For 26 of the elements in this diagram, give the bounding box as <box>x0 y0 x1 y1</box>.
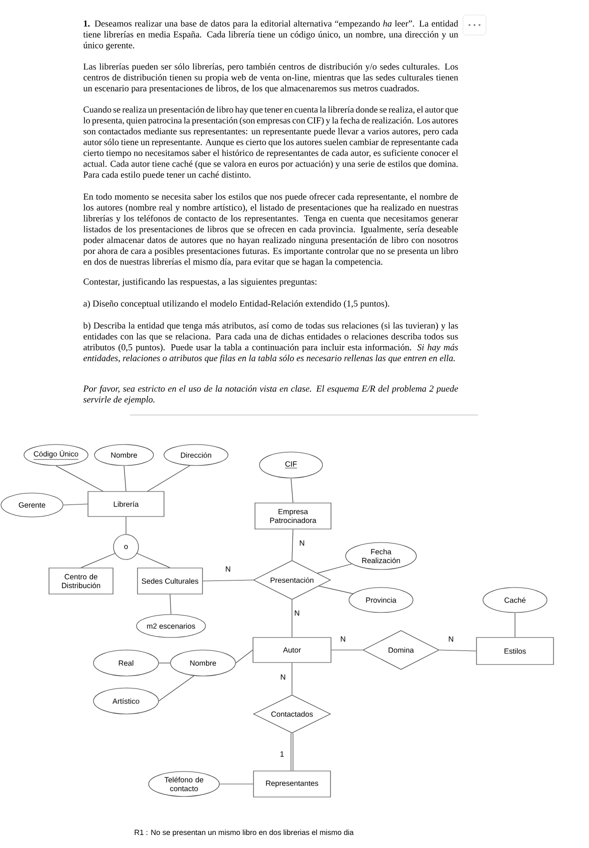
connector-line <box>136 553 170 568</box>
connector-line <box>158 662 170 664</box>
paragraph: Por favor, sea estricto en el uso de la notación vista en clase. El esquema E/R del problema 2 puede servirle de ejemplo. <box>83 385 458 404</box>
connector-line <box>124 466 126 492</box>
connector-line <box>292 529 294 560</box>
connector-line <box>318 586 354 594</box>
connector-line <box>317 564 352 574</box>
connector-line <box>290 478 294 503</box>
paragraph: Las librerías pueden ser sólo librerías, pero también centros de distribución y/o sedes culturales. Los centros de distribución tienen su propia web de venta on-line, mientras que las sedes culturales tienen un escenario para presentaciones de libros, de los que almacenaremos sus metros cuadrados. <box>83 63 458 94</box>
connector-line <box>236 650 253 664</box>
connector-line <box>158 676 194 702</box>
paragraph: En todo momento se necesita saber los estilos que nos puede ofrecer cada representante, el nombre de los autores (nombre real y nombre artístico), el listado de presentaciones que ha realizado en nuestras librerías y los teléfonos de contacto de los representantes. Tenga en cuenta que necesitamos generar listados de los presentaciones de libros que se ofrecen en cada provincia. Igualmente, sería deseable poder almacenar datos de autores que no hayan realizado ninguna presentación de libro con nosotros por ahora de cara a posibles presentaciones futuras. Es importante controlar que no se presenta un libro en dos de nuestras librerías el mismo día, para evitar que se hagan la competencia. <box>83 193 458 267</box>
connector-line <box>170 594 172 614</box>
connector-line <box>439 650 476 652</box>
paragraph: Cuando se realiza un presentación de libro hay que tener en cuenta la librería donde se realiza, el autor que lo presenta, quien patrocina la presentación (son empresas con CIF) y la fecha de realización. Los autores son contactados mediante sus representantes: un representante puede llevar a varios autores, pero cada autor sólo tiene un representante. Aunque es cierto que los autores suelen cambiar de representante cada cierto tiempo no necesitamos saber el histórico de representantes de cada autor, es suficiente conocer el actual. Cada autor tiene caché (que se valora en euros por actuación) y una serie de estilos que domina. Para cada estilo puede tener un caché distinto. <box>83 106 458 180</box>
connector-line <box>56 466 104 492</box>
connector-line <box>63 504 88 506</box>
paragraph: Contestar, justificando las respuestas, a las siguientes preguntas: <box>84 278 316 287</box>
connector-line <box>80 553 116 568</box>
connector-line <box>202 580 254 582</box>
paragraph: b) Describa la entidad que tenga más atributos, así como de todas sus relaciones (si las tuvieran) y las entidades con las que se relaciona. Para cada una de dichas entidades o relaciones describa todos sus atributos (0,5 puntos). Puede usar la tabla a continuación para incluir esta información. Si hay más entidades, relaciones o atributos que filas en la tabla sólo es necesario rellenas las que entren en ella. <box>83 322 458 364</box>
connector-line <box>514 612 516 638</box>
connector-line <box>147 465 190 492</box>
paragraph: 1. Deseamos realizar una base de datos para la editorial alternativa “empezando ha leer”. La entidad tiene librerías en media España. Cada librería tiene un código único, un nombre, una dirección y un único gerente. <box>83 20 458 50</box>
paragraph: a) Diseño conceptual utilizando el modelo Entidad-Relación extendido (1,5 puntos). <box>84 300 390 308</box>
connector-line <box>290 733 294 771</box>
